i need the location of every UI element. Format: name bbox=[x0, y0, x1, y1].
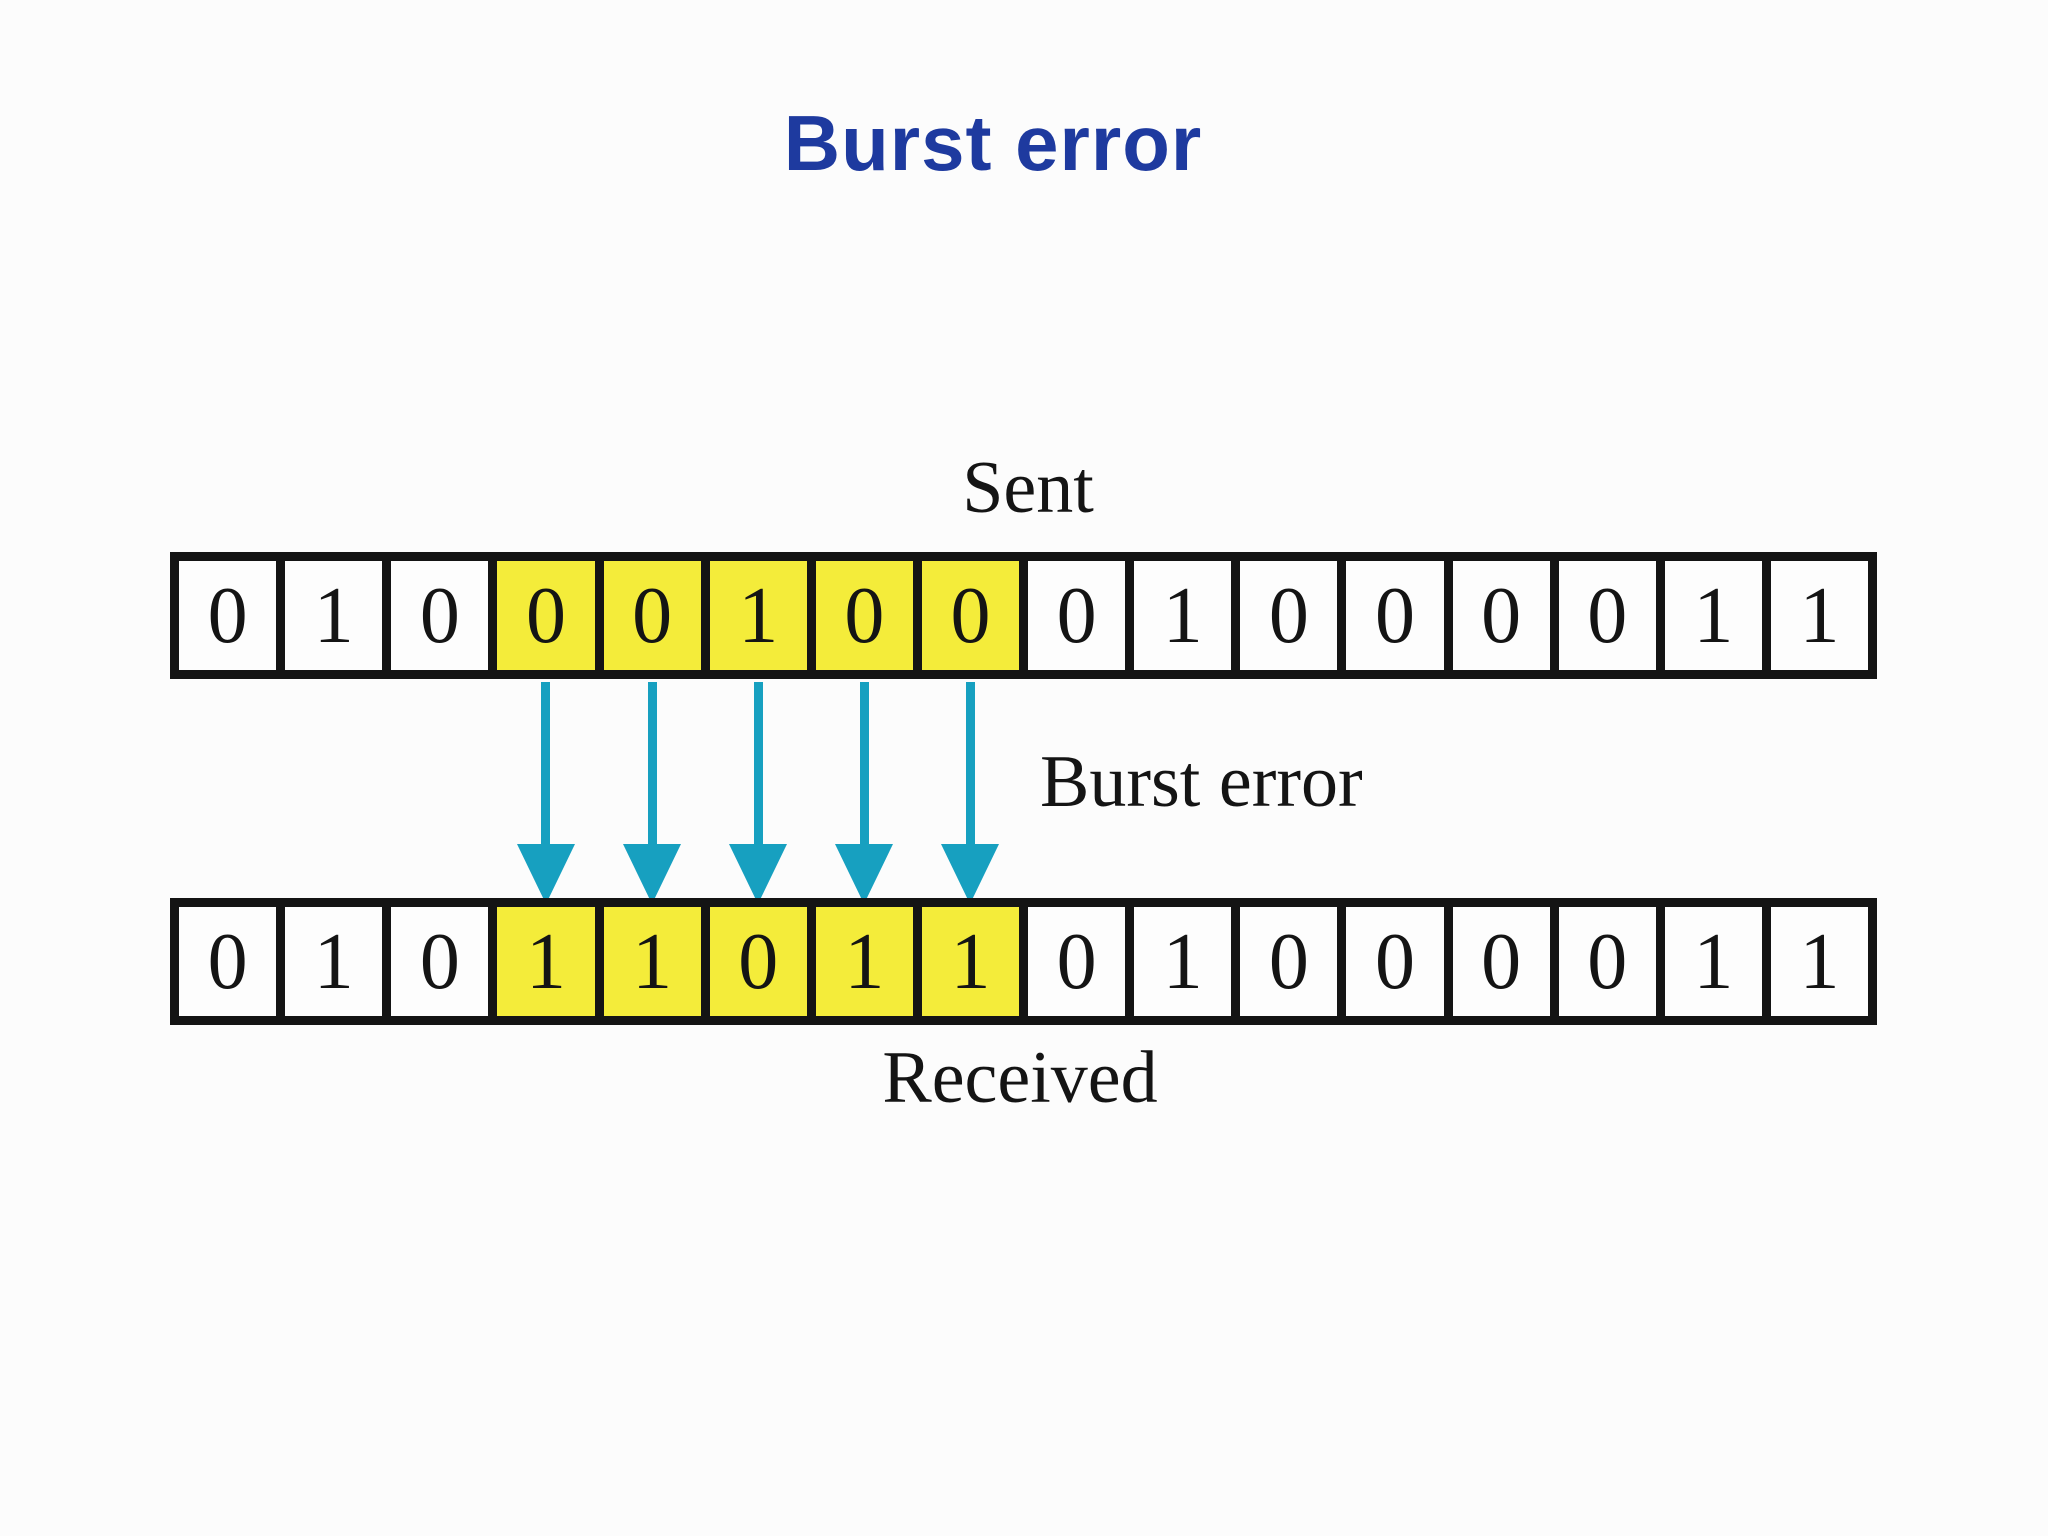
arrow-head bbox=[623, 844, 682, 904]
arrow-head bbox=[835, 844, 894, 904]
received-bit-cell: 0 bbox=[179, 907, 277, 1016]
sent-bit-cell: 0 bbox=[815, 561, 913, 670]
sent-bit-cell: 0 bbox=[1452, 561, 1550, 670]
burst-arrow-down-icon bbox=[516, 682, 575, 906]
sent-bit-cell: 0 bbox=[1558, 561, 1656, 670]
received-label: Received bbox=[882, 1037, 1158, 1119]
received-bit-cell: 0 bbox=[709, 907, 807, 1016]
arrow-stem bbox=[965, 682, 975, 847]
arrow-head bbox=[729, 844, 788, 904]
sent-bit-cell: 0 bbox=[391, 561, 489, 670]
received-bit-cell: 0 bbox=[1240, 907, 1338, 1016]
arrow-stem bbox=[859, 682, 869, 847]
sent-bit-cell: 0 bbox=[1240, 561, 1338, 670]
arrow-stem bbox=[647, 682, 657, 847]
received-bit-cell: 1 bbox=[1664, 907, 1762, 1016]
arrow-head bbox=[941, 844, 1000, 904]
page-title: Burst error bbox=[783, 99, 1203, 187]
sent-bit-cell: 0 bbox=[1346, 561, 1444, 670]
received-bit-cell: 1 bbox=[603, 907, 701, 1016]
arrow-stem bbox=[541, 682, 551, 847]
sent-bit-cell: 1 bbox=[285, 561, 383, 670]
burst-arrow-down-icon bbox=[941, 682, 1000, 906]
received-bit-cell: 0 bbox=[391, 907, 489, 1016]
received-bit-cell: 1 bbox=[1770, 907, 1868, 1016]
arrow-stem bbox=[753, 682, 763, 847]
burst-arrow-down-icon bbox=[729, 682, 788, 906]
sent-label: Sent bbox=[962, 447, 1094, 529]
burst-arrow-down-icon bbox=[835, 682, 894, 906]
received-bit-cell: 0 bbox=[1452, 907, 1550, 1016]
received-bit-cell: 1 bbox=[285, 907, 383, 1016]
received-bit-cell: 1 bbox=[497, 907, 595, 1016]
burst-error-label: Burst error bbox=[1040, 741, 1363, 823]
sent-bit-cell: 0 bbox=[497, 561, 595, 670]
sent-bit-cell: 1 bbox=[1770, 561, 1868, 670]
sent-bit-cell: 1 bbox=[1134, 561, 1232, 670]
received-bit-cell: 0 bbox=[1346, 907, 1444, 1016]
sent-bit-cell: 1 bbox=[709, 561, 807, 670]
received-bit-cell: 0 bbox=[1558, 907, 1656, 1016]
sent-bit-cell: 0 bbox=[921, 561, 1019, 670]
received-bit-cell: 1 bbox=[815, 907, 913, 1016]
arrow-head bbox=[516, 844, 575, 904]
sent-bit-cell: 0 bbox=[179, 561, 277, 670]
received-bit-cell: 1 bbox=[1134, 907, 1232, 1016]
burst-arrow-down-icon bbox=[623, 682, 682, 906]
sent-bit-cell: 0 bbox=[603, 561, 701, 670]
received-bit-cell: 0 bbox=[1028, 907, 1126, 1016]
sent-bit-cell: 0 bbox=[1028, 561, 1126, 670]
received-bit-cell: 1 bbox=[921, 907, 1019, 1016]
sent-bit-cell: 1 bbox=[1664, 561, 1762, 670]
